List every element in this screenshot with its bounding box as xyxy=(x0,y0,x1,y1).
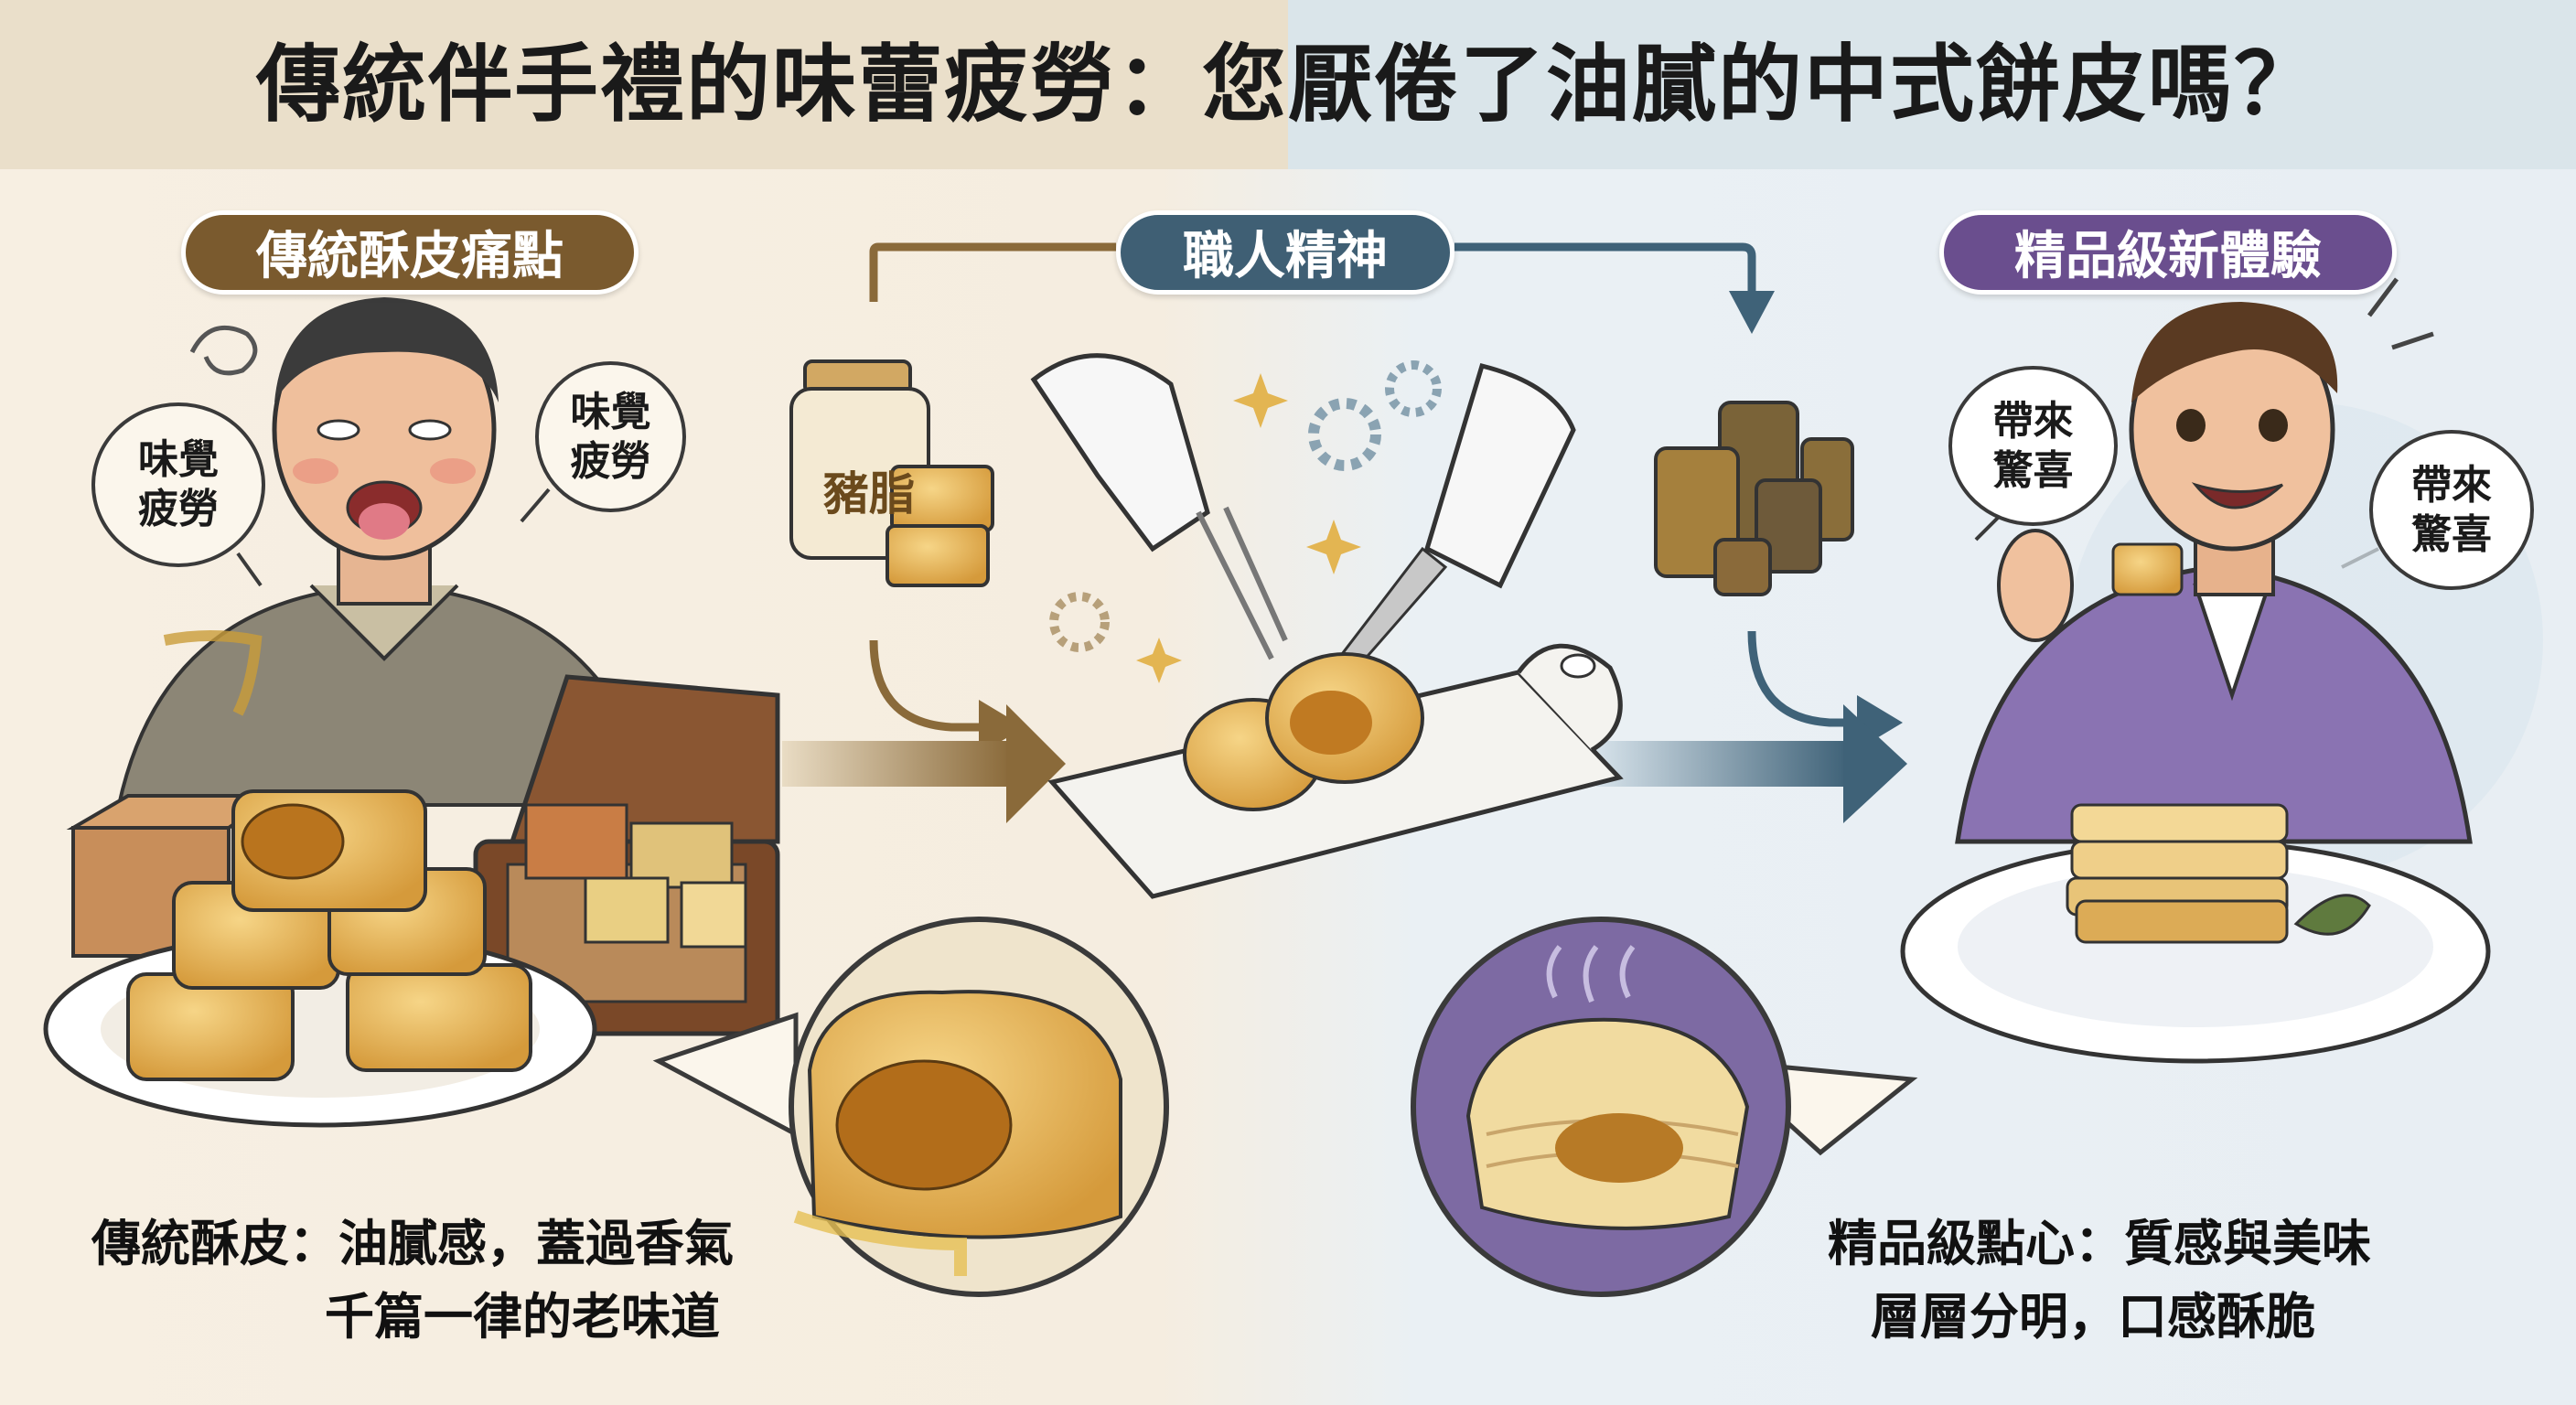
bubble-tail xyxy=(520,488,551,523)
gear-icon xyxy=(1049,360,1442,652)
page-title: 傳統伴手禮的味蕾疲勞：您厭倦了油膩的中式餅皮嗎？ xyxy=(255,36,2320,134)
bubble-text: 帶來 驚喜 xyxy=(2411,461,2492,558)
tired-man-illustration xyxy=(116,297,661,807)
speech-bubble-taste-fatigue: 味覺 疲勞 xyxy=(535,361,686,512)
caption-traditional-line2: 千篇一律的老味道 xyxy=(325,1288,720,1346)
bubble-tail xyxy=(236,552,263,587)
section-label-traditional: 傳統酥皮痛點 xyxy=(181,210,639,295)
title-band xyxy=(0,0,2576,169)
section-label-premium: 精品級新體驗 xyxy=(1939,210,2397,295)
ingredient-jars-illustration xyxy=(1654,401,1854,596)
traditional-pastry-plate xyxy=(43,789,597,1128)
excitement-lines-icon xyxy=(2367,277,2434,350)
arrow-to-premium xyxy=(1596,630,1907,823)
section-label-craftsman: 職人精神 xyxy=(1116,210,1454,295)
flaky-pastry-closeup xyxy=(1411,917,1918,1297)
speech-bubble-taste-fatigue: 味覺 疲勞 xyxy=(91,402,265,567)
caption-premium-line2: 層層分明，口感酥脆 xyxy=(1871,1288,2315,1346)
speech-bubble-surprise: 帶來 驚喜 xyxy=(2369,430,2534,590)
lard-jar-illustration xyxy=(789,359,994,587)
premium-pastry-plate xyxy=(1900,803,2491,1064)
caption-traditional-line1: 傳統酥皮：油膩感，蓋過香氣 xyxy=(91,1215,734,1272)
dizzy-icon xyxy=(189,325,258,376)
jar-label: 豬脂 xyxy=(823,467,915,520)
bubble-text: 味覺 疲勞 xyxy=(570,388,651,485)
caption-premium-line1: 精品級點心：質感與美味 xyxy=(1828,1215,2371,1272)
process-arrow-top xyxy=(869,242,1775,334)
bubble-text: 帶來 驚喜 xyxy=(1992,397,2074,494)
arrow-to-craftsman xyxy=(782,639,1066,823)
oily-pastry-closeup xyxy=(652,917,1169,1297)
cutting-board-illustration xyxy=(1047,643,1624,899)
gloved-hands-illustration xyxy=(1030,353,1576,715)
sparkle-icon xyxy=(1136,373,1361,683)
speech-bubble-surprise: 帶來 驚喜 xyxy=(1948,366,2118,526)
bubble-text: 味覺 疲勞 xyxy=(138,436,219,532)
